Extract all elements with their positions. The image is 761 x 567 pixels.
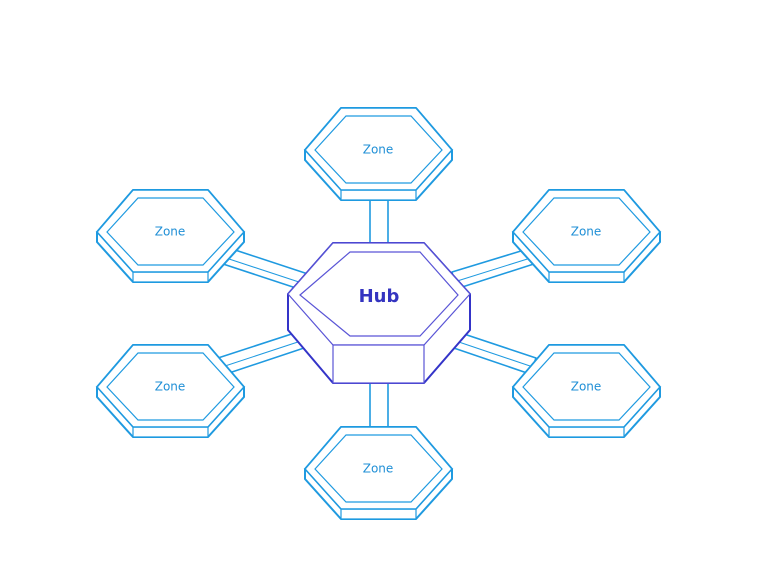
zone-node-upper-right: Zone (511, 189, 662, 283)
zone-label: Zone (155, 225, 186, 239)
zone-node-bottom: Zone (303, 426, 454, 520)
hub-node: Hub (287, 242, 471, 384)
zone-node-lower-left: Zone (95, 344, 246, 438)
zone-label: Zone (571, 225, 602, 239)
zone-node-lower-right: Zone (511, 344, 662, 438)
zone-label: Zone (155, 380, 186, 394)
hub-label: Hub (359, 286, 400, 307)
zone-label: Zone (571, 380, 602, 394)
zone-label: Zone (363, 462, 394, 476)
zone-label: Zone (363, 143, 394, 157)
zone-node-top: Zone (303, 107, 454, 201)
zone-node-upper-left: Zone (95, 189, 246, 283)
